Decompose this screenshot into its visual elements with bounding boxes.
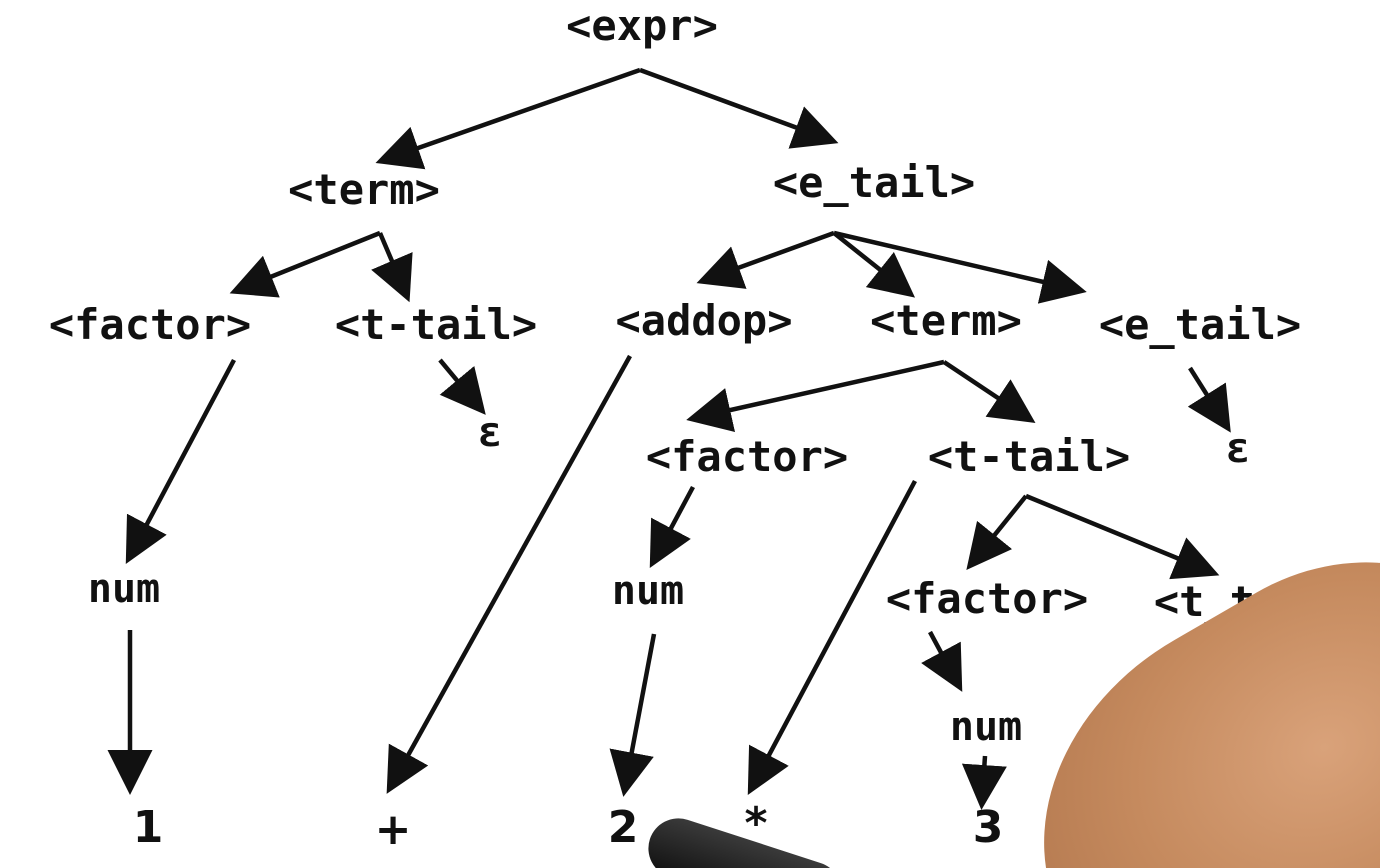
tree-node-tok2: 2 [607,802,639,853]
edge-arrow-ttail2-to-factor3 [966,494,1028,571]
edge-arrow-addop-to-tokplus [386,354,632,794]
tree-node-term2: <term> [870,296,1022,345]
edge-arrow-etail1-to-term2 [832,231,916,298]
edge-arrow-term2-to-ttail2 [942,360,1036,423]
tree-node-num1: num [87,566,161,612]
tree-node-eps2: ε [1225,423,1251,472]
edge-arrow-term1-to-factor1 [229,230,381,298]
tree-node-etail2: <e_tail> [1098,300,1302,349]
tree-node-num3: num [949,704,1023,750]
edge-arrow-etail2-to-eps2 [1187,366,1231,433]
edge-arrow-factor2-to-num2 [649,485,695,568]
tree-node-term1: <term> [288,165,440,214]
edge-arrow-ttail2-to-tokstar [747,479,917,795]
edge-arrow-ttail1-to-eps1 [438,358,486,415]
edge-arrow-num2-to-tok2 [609,633,657,797]
tree-node-ttail1: <t-tail> [334,300,538,349]
tree-node-ttail2: <t-tail> [927,432,1131,481]
tree-node-tokplus: + [374,804,412,855]
edge-arrow-term1-to-ttail1 [371,232,413,303]
edge-arrow-ttail2-to-ttail3 [1025,493,1220,580]
tree-node-tok1: 1 [132,802,164,853]
tree-node-factor2: <factor> [645,432,849,481]
edge-arrow-expr-to-etail1 [639,67,839,149]
tree-node-tokstar: * [744,798,768,849]
tree-node-expr: <expr> [566,1,718,50]
tree-node-etail1: <e_tail> [772,158,976,207]
tree-node-factor3: <factor> [885,574,1089,623]
tree-node-factor1: <factor> [48,300,252,349]
edge-arrow-etail1-to-addop [696,230,835,289]
edge-group [107,67,1240,810]
tree-node-addop: <addop> [615,296,793,345]
edge-arrow-factor1-to-num1 [125,358,236,564]
edge-arrow-num3-to-tok3 [961,755,1007,810]
edge-arrow-factor3-to-num3 [921,630,963,692]
tree-node-eps1: ε [477,407,503,456]
edge-arrow-expr-to-term1 [375,67,641,170]
tree-node-num2: num [611,568,685,614]
tree-node-tok3: 3 [972,802,1004,853]
edge-arrow-etail1-to-etail2 [833,230,1087,304]
edge-arrow-term2-to-factor2 [686,359,945,433]
